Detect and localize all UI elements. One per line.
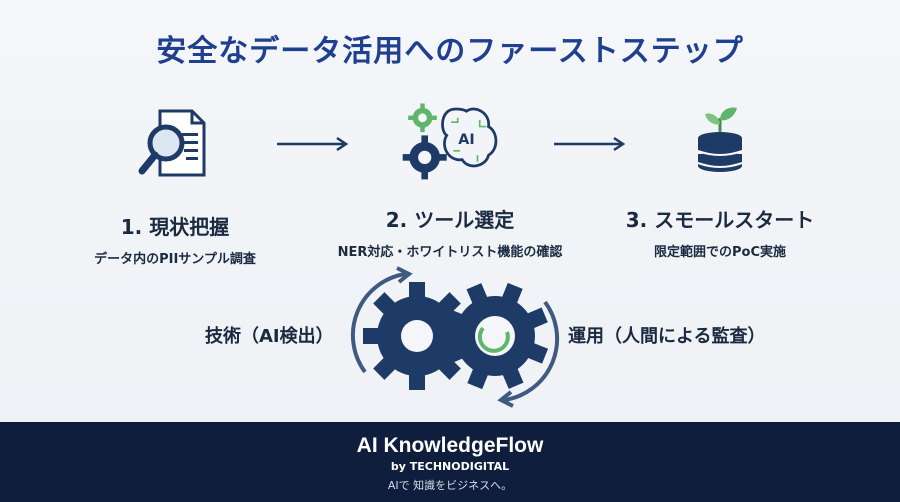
step-3-title: 3. スモールスタート [625,208,815,232]
step-1-desc: データ内のPIIサンプル調査 [94,252,256,267]
step-3-desc: 限定範囲でのPoC実施 [654,245,786,260]
cycle-right-label: 運用（人間による監査） [568,326,766,347]
step-2: AI 2. ツール選定 NER対応・ホワイトリスト機能の確認 [330,98,570,260]
arrow-right-icon [277,136,349,152]
ai-brain-gear-icon: AI [402,103,498,180]
step-2-title: 2. ツール選定 [385,208,515,232]
page-title: 安全なデータ活用へのファーストステップ [156,34,744,69]
document-search-icon [138,109,206,177]
arrow-right-icon [554,136,626,152]
footer: AI KnowledgeFlow by TECHNODIGITAL AIで 知識… [0,422,900,502]
tagline: AIで 知識をビジネスへ。 [387,479,513,492]
step-1: 1. 現状把握 データ内のPIIサンプル調査 [55,105,295,267]
brand-name: AI KnowledgeFlow [356,434,544,457]
step-2-desc: NER対応・ホワイトリスト機能の確認 [337,245,563,260]
step-3: 3. スモールスタート 限定範囲でのPoC実施 [600,100,840,260]
step-1-title: 1. 現状把握 [120,215,230,239]
brand-sub: by TECHNODIGITAL [390,460,510,473]
cycle-left-label: 技術（AI検出） [205,326,334,347]
svg-text:AI: AI [458,132,474,148]
database-sprout-icon [697,107,743,172]
interlocking-gears-icon [350,265,566,408]
